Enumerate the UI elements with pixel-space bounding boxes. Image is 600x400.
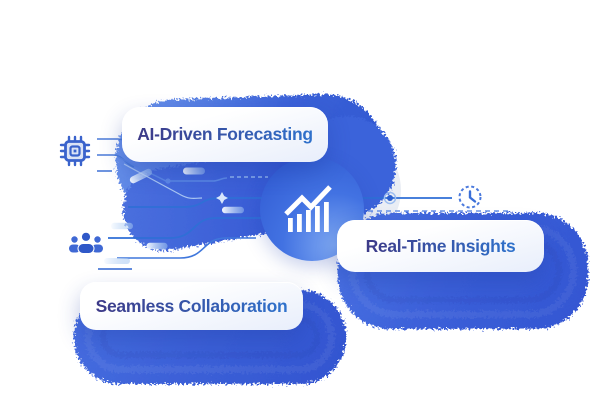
highlight-pills [104, 167, 244, 264]
feature-card-label: AI-Driven Forecasting [137, 124, 313, 144]
feature-card-label: Real-Time Insights [365, 235, 516, 256]
cpu-chip-icon [59, 135, 91, 167]
growth-chart-icon [284, 185, 332, 232]
node-ring [383, 191, 397, 205]
feature-card-ai-driven-forecasting: AI-Driven Forecasting [122, 107, 328, 162]
team-icon [69, 231, 103, 254]
feature-card-real-time-insights: Real-Time Insights [337, 220, 544, 272]
feature-card-seamless-collaboration: Seamless Collaboration [80, 282, 303, 330]
node-dot [165, 178, 171, 184]
clock-icon [458, 185, 482, 209]
feature-card-label: Seamless Collaboration [95, 295, 288, 316]
node-dot [387, 195, 393, 201]
spark-icon [216, 192, 228, 204]
